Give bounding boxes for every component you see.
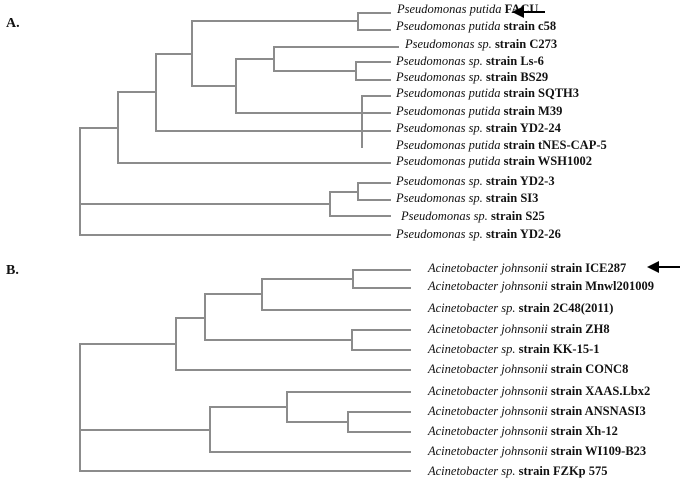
leaf-label: Acinetobacter sp. strain 2C48(2011) [427, 301, 613, 315]
leaf-label: Pseudomonas putida strain WSH1002 [395, 154, 592, 168]
leaf-label: Acinetobacter johnsonii strain XAAS.Lbx2 [427, 384, 650, 398]
leaf-label: Acinetobacter johnsonii strain Xh-12 [427, 424, 618, 438]
taxon-name: Acinetobacter johnsonii [427, 404, 548, 418]
leaf-label: Acinetobacter sp. strain KK-15-1 [427, 342, 600, 356]
taxon-name: Pseudomonas sp. [404, 37, 492, 51]
leaf-label: Pseudomonas sp. strain SI3 [395, 191, 538, 205]
taxon-name: Pseudomonas sp. [395, 70, 483, 84]
leaf-label: Acinetobacter johnsonii strain ANSNASI3 [427, 404, 646, 418]
arrow-icon [512, 6, 545, 18]
leaf-label: Pseudomonas sp. strain YD2-26 [395, 227, 561, 241]
strain-name: strain C273 [495, 37, 557, 51]
taxon-name: Pseudomonas putida [395, 138, 501, 152]
leaf-label: Acinetobacter johnsonii strain ICE287 [427, 261, 626, 275]
strain-name: strain YD2-24 [486, 121, 562, 135]
strain-name: strain KK-15-1 [519, 342, 600, 356]
taxon-name: Pseudomonas sp. [395, 191, 483, 205]
leaf-label: Acinetobacter johnsonii strain WI109-B23 [427, 444, 646, 458]
strain-name: strain CONC8 [551, 362, 628, 376]
leaf-label: Pseudomonas sp. strain Ls-6 [395, 54, 544, 68]
strain-name: strain c58 [504, 19, 556, 33]
panel-a: A. [6, 2, 607, 241]
arrow-icon [647, 261, 680, 273]
strain-name: strain YD2-26 [486, 227, 561, 241]
strain-name: strain 2C48(2011) [519, 301, 614, 315]
taxon-name: Acinetobacter johnsonii [427, 444, 548, 458]
strain-name: strain BS29 [486, 70, 548, 84]
strain-name: strain Mnwl201009 [551, 279, 654, 293]
taxon-name: Pseudomonas putida [395, 19, 501, 33]
leaf-label: Acinetobacter johnsonii strain Mnwl20100… [427, 279, 654, 293]
taxon-name: Pseudomonas sp. [395, 54, 483, 68]
strain-name: strain SI3 [486, 191, 538, 205]
panel-a-leaves: Pseudomonas putida FACU Pseudomonas puti… [395, 2, 607, 241]
taxon-name: Acinetobacter johnsonii [427, 322, 548, 336]
leaf-label: Pseudomonas sp. strain YD2-3 [395, 174, 555, 188]
strain-name: strain Xh-12 [551, 424, 618, 438]
panel-b-label: B. [6, 263, 19, 278]
panel-a-label: A. [6, 16, 20, 31]
strain-name: strain Ls-6 [486, 54, 544, 68]
panel-b-leaves: Acinetobacter johnsonii strain ICE287 Ac… [427, 261, 654, 478]
strain-name: strain FZKp 575 [519, 464, 608, 478]
leaf-label: Pseudomonas sp. strain S25 [400, 209, 545, 223]
leaf-label: Pseudomonas putida strain M39 [395, 104, 562, 118]
taxon-name: Pseudomonas sp. [400, 209, 488, 223]
strain-name: strain ANSNASI3 [551, 404, 646, 418]
strain-name: strain WI109-B23 [551, 444, 646, 458]
taxon-name: Pseudomonas putida [396, 2, 502, 16]
taxon-name: Acinetobacter johnsonii [427, 424, 548, 438]
strain-name: strain SQTH3 [504, 86, 579, 100]
strain-name: strain M39 [504, 104, 563, 118]
leaf-label: Acinetobacter johnsonii strain CONC8 [427, 362, 628, 376]
leaf-label: Pseudomonas sp. strain C273 [404, 37, 557, 51]
taxon-name: Acinetobacter johnsonii [427, 261, 548, 275]
leaf-label: Pseudomonas sp. strain BS29 [395, 70, 548, 84]
strain-name: strain YD2-3 [486, 174, 555, 188]
taxon-name: Pseudomonas putida [395, 104, 501, 118]
leaf-label: Pseudomonas sp. strain YD2-24 [395, 121, 562, 135]
strain-name: strain ZH8 [551, 322, 610, 336]
panel-a-branches [79, 12, 399, 236]
taxon-name: Pseudomonas putida [395, 154, 501, 168]
strain-name: strain ICE287 [551, 261, 626, 275]
leaf-label: Pseudomonas putida strain c58 [395, 19, 556, 33]
panel-b-branches [79, 269, 411, 472]
leaf-label: Acinetobacter johnsonii strain ZH8 [427, 322, 610, 336]
strain-name: strain WSH1002 [504, 154, 592, 168]
strain-name: strain XAAS.Lbx2 [551, 384, 650, 398]
leaf-label: Acinetobacter sp. strain FZKp 575 [427, 464, 608, 478]
taxon-name: Acinetobacter johnsonii [427, 384, 548, 398]
taxon-name: Acinetobacter sp. [427, 301, 515, 315]
taxon-name: Acinetobacter johnsonii [427, 279, 548, 293]
taxon-name: Acinetobacter johnsonii [427, 362, 548, 376]
taxon-name: Pseudomonas sp. [395, 174, 483, 188]
taxon-name: Acinetobacter sp. [427, 464, 515, 478]
strain-name: strain S25 [491, 209, 545, 223]
taxon-name: Acinetobacter sp. [427, 342, 515, 356]
taxon-name: Pseudomonas sp. [395, 227, 483, 241]
taxon-name: Pseudomonas putida [395, 86, 501, 100]
leaf-label: Pseudomonas putida strain tNES-CAP-5 [395, 138, 607, 152]
panel-b: B. [6, 261, 680, 478]
taxon-name: Pseudomonas sp. [395, 121, 483, 135]
strain-name: strain tNES-CAP-5 [504, 138, 607, 152]
leaf-label: Pseudomonas putida strain SQTH3 [395, 86, 579, 100]
